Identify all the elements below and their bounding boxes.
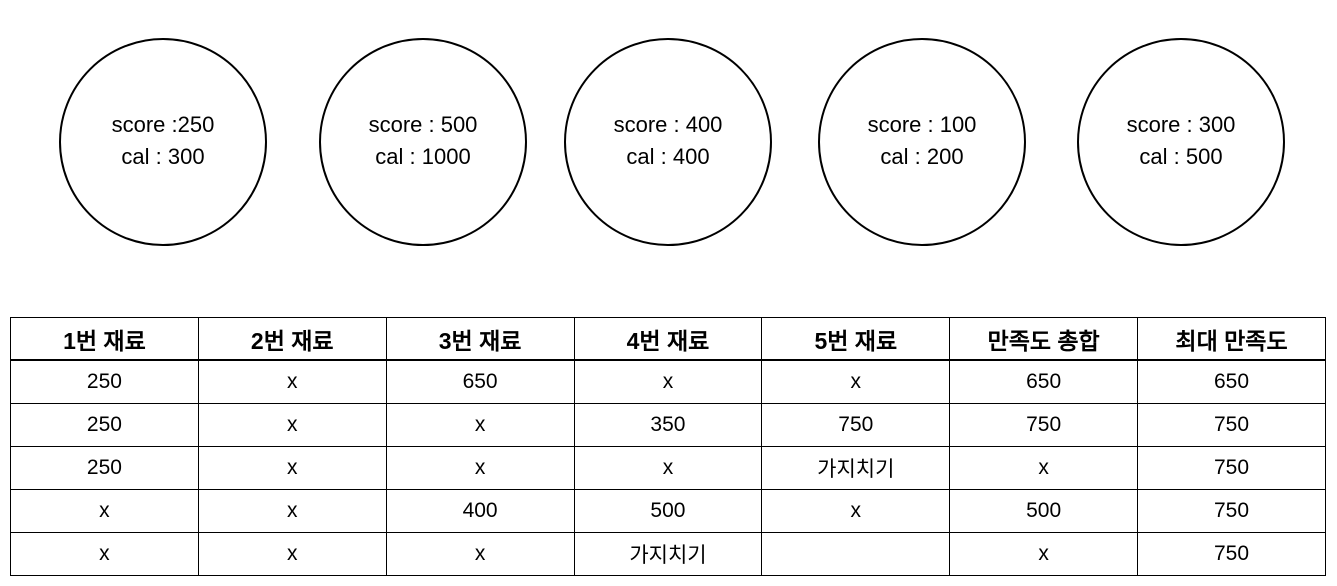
combination-table: 1번 재료 2번 재료 3번 재료 4번 재료 5번 재료 만족도 총합 최대 …	[10, 317, 1326, 576]
table-cell: 가지치기	[761, 446, 951, 490]
table-cell: 350	[573, 403, 763, 447]
table-cell: x	[197, 403, 387, 447]
table-row: x x x 가지치기 x 750	[10, 532, 1326, 576]
table-cell: x	[761, 359, 951, 404]
ingredient-circle-2: score : 500 cal : 1000	[319, 38, 527, 246]
table-cell: 250	[10, 403, 199, 447]
calorie-label: cal : 500	[1139, 144, 1223, 169]
header-ingredient-5: 5번 재료	[761, 317, 951, 361]
calorie-label: cal : 200	[880, 144, 964, 169]
score-label: score : 100	[867, 112, 977, 137]
table-cell: 500	[573, 489, 763, 533]
table-cell: 250	[10, 446, 199, 490]
header-max-satisfaction: 최대 만족도	[1137, 317, 1326, 361]
table-cell: x	[573, 359, 763, 404]
calorie-label: cal : 400	[626, 144, 710, 169]
table-cell: x	[10, 532, 199, 576]
table-cell: 750	[1137, 446, 1326, 490]
ingredient-circle-5: score : 300 cal : 500	[1077, 38, 1285, 246]
table-cell: 250	[10, 359, 199, 404]
table-row: 250 x x x 가지치기 x 750	[10, 446, 1326, 490]
score-label: score : 500	[368, 112, 478, 137]
table-cell: x	[573, 446, 763, 490]
table-cell: 650	[949, 359, 1139, 404]
table-cell: x	[949, 446, 1139, 490]
ingredient-circle-1: score :250 cal : 300	[59, 38, 267, 246]
table-cell: x	[197, 532, 387, 576]
table-cell: x	[10, 489, 199, 533]
table-row: 250 x 650 x x 650 650	[10, 359, 1326, 404]
header-ingredient-2: 2번 재료	[197, 317, 387, 361]
table-cell: x	[385, 532, 575, 576]
score-label: score :250	[111, 112, 215, 137]
table-cell: 가지치기	[573, 532, 763, 576]
table-cell: 650	[1137, 359, 1326, 404]
header-total-satisfaction: 만족도 총합	[949, 317, 1139, 361]
calorie-label: cal : 300	[121, 144, 205, 169]
table-cell: 750	[1137, 489, 1326, 533]
table-cell: 750	[949, 403, 1139, 447]
table-cell: x	[761, 489, 951, 533]
table-cell: 500	[949, 489, 1139, 533]
table-cell: x	[197, 446, 387, 490]
table-cell: 400	[385, 489, 575, 533]
table-cell: 750	[1137, 532, 1326, 576]
table-header-row: 1번 재료 2번 재료 3번 재료 4번 재료 5번 재료 만족도 총합 최대 …	[10, 317, 1326, 361]
table-cell	[761, 532, 951, 576]
header-ingredient-1: 1번 재료	[10, 317, 199, 361]
header-ingredient-4: 4번 재료	[573, 317, 763, 361]
ingredient-circle-3: score : 400 cal : 400	[564, 38, 772, 246]
table-cell: x	[385, 446, 575, 490]
table-cell: x	[949, 532, 1139, 576]
table-cell: 750	[1137, 403, 1326, 447]
table-cell: 650	[385, 359, 575, 404]
table-cell: x	[197, 489, 387, 533]
table-row: 250 x x 350 750 750 750	[10, 403, 1326, 447]
score-label: score : 400	[613, 112, 723, 137]
table-cell: x	[197, 359, 387, 404]
calorie-label: cal : 1000	[375, 144, 471, 169]
table-cell: x	[385, 403, 575, 447]
table-row: x x 400 500 x 500 750	[10, 489, 1326, 533]
table-cell: 750	[761, 403, 951, 447]
header-ingredient-3: 3번 재료	[385, 317, 575, 361]
ingredient-circle-4: score : 100 cal : 200	[818, 38, 1026, 246]
score-label: score : 300	[1126, 112, 1236, 137]
